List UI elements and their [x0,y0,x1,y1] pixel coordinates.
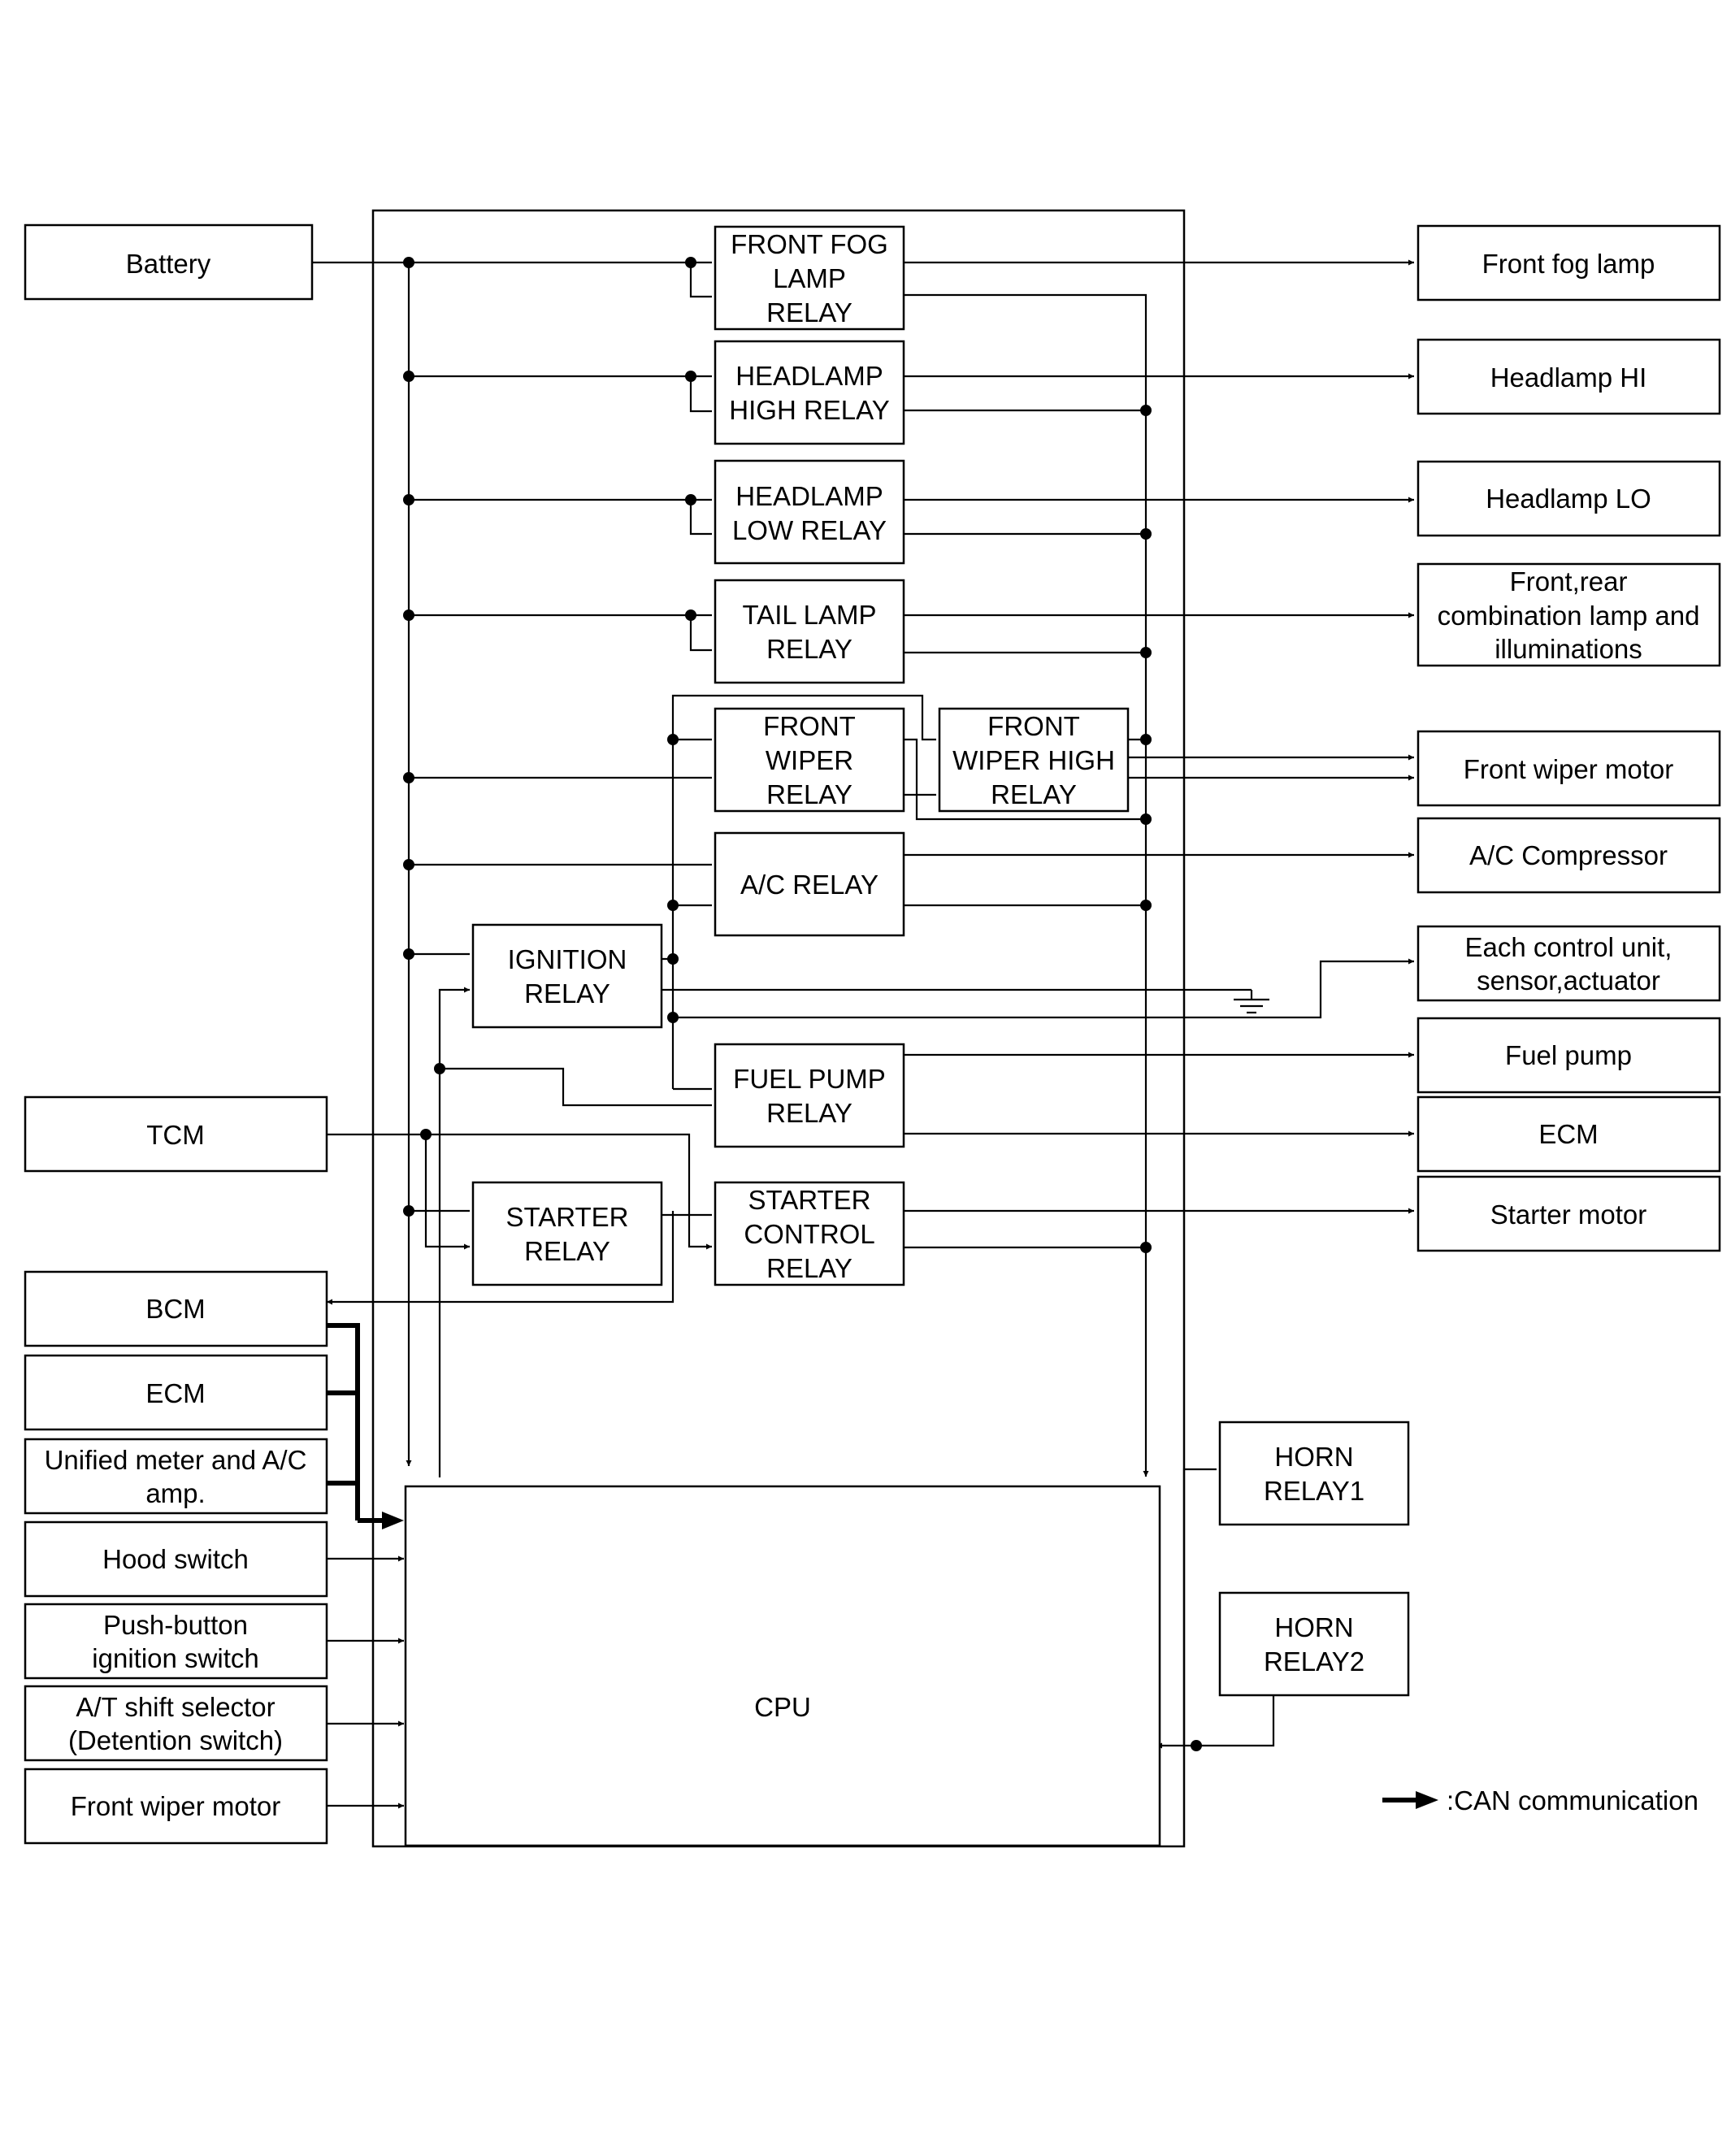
each-control-unit-box: Each control unit, sensor,actuator [1416,925,1721,1002]
unified-meter-box: Unified meter and A/C amp. [24,1438,328,1515]
headlamp-hi-label: Headlamp HI [1490,362,1647,393]
ecm-out-label: ECM [1538,1119,1598,1149]
can-legend-label: :CAN communication [1447,1785,1698,1815]
hood-switch-box: Hood switch [24,1520,328,1598]
front-fog-lamp-relay: FRONT FOG LAMP RELAY [714,225,905,331]
front-fog-lamp-label: Front fog lamp [1482,249,1655,279]
headlamp-lo-label: Headlamp LO [1486,484,1651,514]
front-wiper-relay-label-2: WIPER [766,745,853,775]
junction-dots [403,257,1202,1751]
ac-relay-label: A/C RELAY [740,870,879,900]
front-wiper-high-relay: FRONT WIPER HIGH RELAY [938,707,1130,813]
front-wiper-motor-in-label: Front wiper motor [71,1791,281,1821]
headlamp-lo-box: Headlamp LO [1416,460,1721,537]
front-wiper-motor-out-box: Front wiper motor [1416,730,1721,807]
can-bus [327,1323,404,1529]
front-fog-relay-label-2: LAMP [773,263,846,293]
starter-control-relay-label-2: CONTROL [744,1219,874,1249]
wires [312,259,1414,1809]
tail-lamp-relay-label-2: RELAY [766,634,852,664]
starter-relay-label-1: STARTER [506,1202,629,1232]
tcm-label: TCM [146,1120,204,1150]
combination-lamp-box: Front,rear combination lamp and illumina… [1416,562,1721,667]
push-button-label-2: ignition switch [92,1643,258,1673]
cpu-block: CPU [404,1485,1161,1847]
tail-lamp-relay-label-1: TAIL LAMP [742,600,876,630]
starter-control-relay-label-3: RELAY [766,1253,852,1283]
front-wiper-high-relay-label-3: RELAY [991,779,1077,809]
tcm-box: TCM [24,1095,328,1173]
combination-lamp-label-1: Front,rear [1510,566,1628,596]
push-button-box: Push-button ignition switch [24,1603,328,1680]
front-wiper-motor-in-box: Front wiper motor [24,1768,328,1845]
ecm-out-box: ECM [1416,1095,1721,1173]
starter-control-relay: STARTER CONTROL RELAY [714,1181,905,1286]
fuel-pump-label: Fuel pump [1505,1040,1632,1070]
front-wiper-relay-label-1: FRONT [763,711,856,741]
headlamp-high-relay: HEADLAMP HIGH RELAY [714,340,905,445]
battery-label: Battery [126,249,211,279]
ignition-relay-label-1: IGNITION [508,944,627,974]
fuel-pump-relay-label-2: RELAY [766,1098,852,1128]
bcm-label: BCM [145,1294,205,1324]
fuel-pump-box: Fuel pump [1416,1017,1721,1094]
ecm-box: ECM [24,1354,328,1431]
ecm-label: ECM [145,1378,205,1408]
fuel-pump-relay-label-1: FUEL PUMP [733,1064,886,1094]
horn-relay2-label-2: RELAY2 [1264,1646,1364,1677]
headlamp-hi-box: Headlamp HI [1416,338,1721,415]
front-fog-lamp-box: Front fog lamp [1416,224,1721,301]
horn-relay2-label-1: HORN [1274,1612,1353,1642]
each-control-unit-label-2: sensor,actuator [1477,965,1660,996]
front-wiper-high-relay-label-1: FRONT [987,711,1080,741]
headlamp-low-relay: HEADLAMP LOW RELAY [714,459,905,565]
combination-lamp-label-3: illuminations [1495,634,1642,664]
tail-lamp-relay: TAIL LAMP RELAY [714,579,905,684]
front-wiper-motor-out-label: Front wiper motor [1464,754,1674,784]
front-wiper-relay: FRONT WIPER RELAY [714,707,905,813]
hood-switch-label: Hood switch [102,1544,249,1574]
starter-relay: STARTER RELAY [471,1181,663,1286]
can-legend: :CAN communication [1382,1785,1698,1815]
unified-meter-label-2: amp. [145,1478,205,1508]
combination-lamp-label-2: combination lamp and [1438,601,1700,631]
cpu-label: CPU [754,1692,811,1722]
ac-compressor-label: A/C Compressor [1469,840,1668,870]
horn-relay2: HORN RELAY2 [1218,1591,1410,1697]
starter-control-relay-label-1: STARTER [748,1185,871,1215]
headlamp-high-relay-label-1: HEADLAMP [735,361,883,391]
ac-relay: A/C RELAY [714,831,905,937]
headlamp-low-relay-label-2: LOW RELAY [732,515,887,545]
at-shift-label-2: (Detention switch) [68,1725,283,1755]
fuel-pump-relay: FUEL PUMP RELAY [714,1043,905,1148]
horn-relay1-label-2: RELAY1 [1264,1476,1364,1506]
battery-box: Battery [24,223,314,301]
starter-motor-box: Starter motor [1416,1175,1721,1252]
headlamp-high-relay-label-2: HIGH RELAY [729,395,889,425]
push-button-label-1: Push-button [103,1610,248,1640]
ignition-relay-label-2: RELAY [524,978,610,1009]
unified-meter-label-1: Unified meter and A/C [45,1445,307,1475]
front-fog-relay-label-3: RELAY [766,297,852,328]
front-wiper-relay-label-3: RELAY [766,779,852,809]
bcm-box: BCM [24,1270,328,1347]
at-shift-box: A/T shift selector (Detention switch) [24,1685,328,1762]
each-control-unit-label-1: Each control unit, [1465,932,1672,962]
at-shift-label-1: A/T shift selector [76,1692,275,1722]
horn-relay1-label-1: HORN [1274,1442,1353,1472]
front-wiper-high-relay-label-2: WIPER HIGH [952,745,1115,775]
horn-relay1: HORN RELAY1 [1218,1421,1410,1526]
ac-compressor-box: A/C Compressor [1416,817,1721,894]
ignition-relay: IGNITION RELAY [471,923,663,1029]
starter-relay-label-2: RELAY [524,1236,610,1266]
can-legend-arrow [1416,1791,1438,1809]
starter-motor-label: Starter motor [1490,1199,1647,1230]
front-fog-relay-label-1: FRONT FOG [731,229,888,259]
headlamp-low-relay-label-1: HEADLAMP [735,481,883,511]
